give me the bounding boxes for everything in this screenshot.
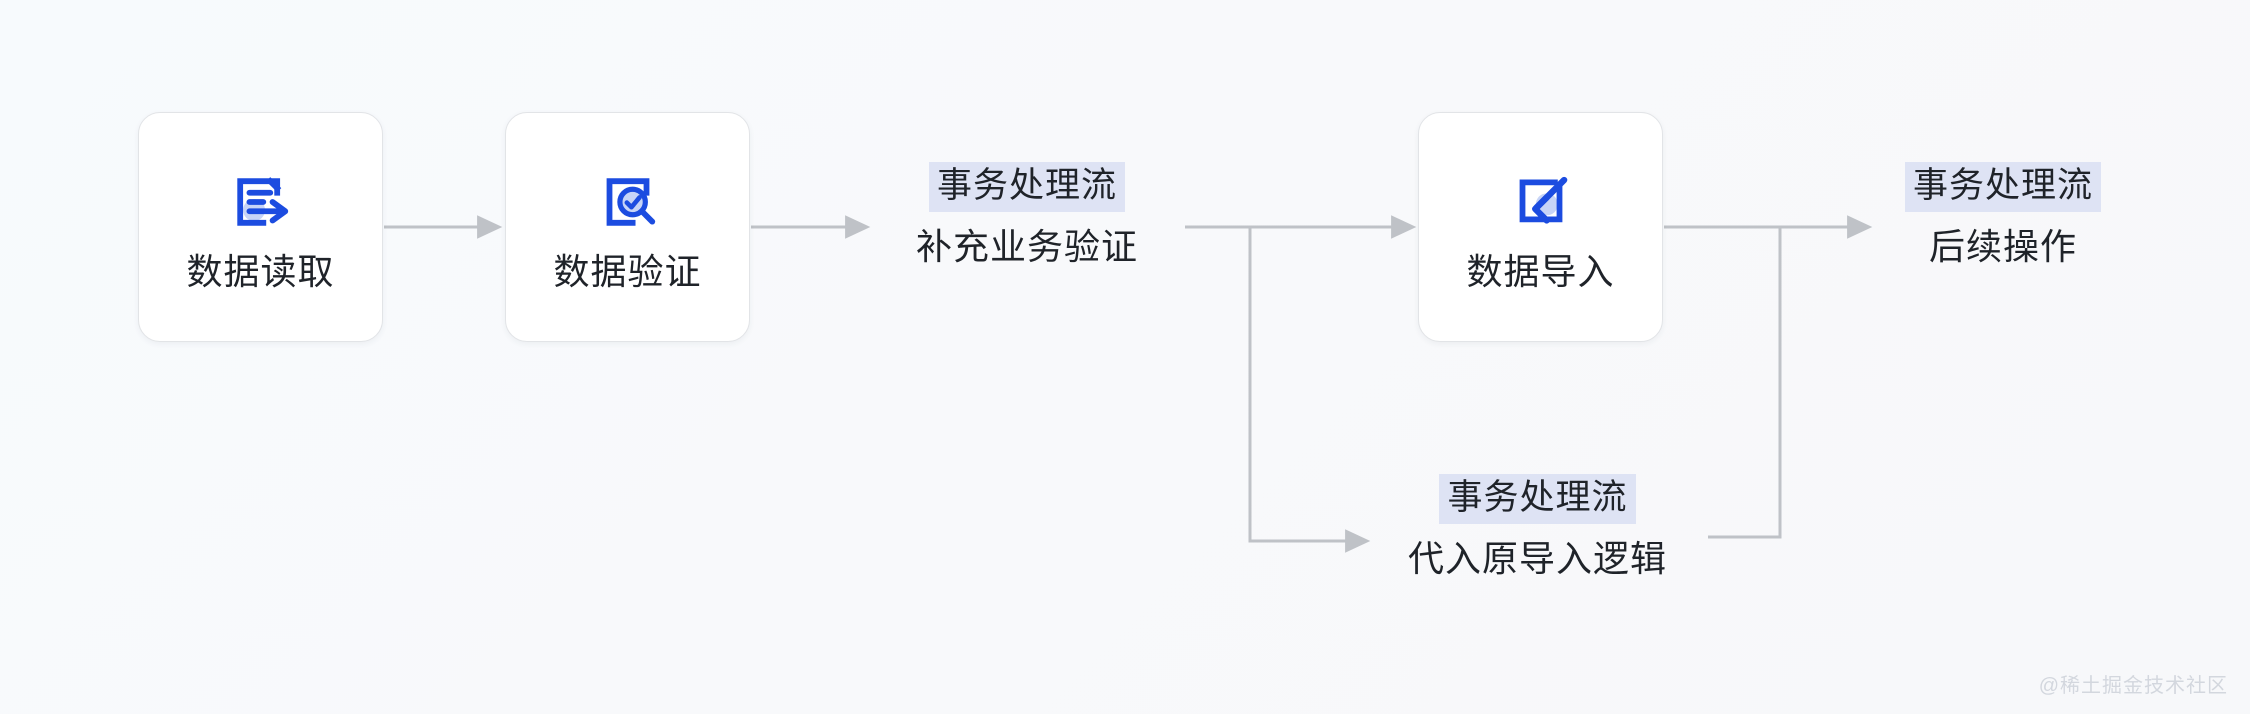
note-tag-label: 事务处理流 bbox=[1904, 162, 2101, 212]
card-label: 数据验证 bbox=[553, 251, 702, 293]
connector-import-branch-return bbox=[1708, 228, 1782, 539]
note-supplemental-validation: 事务处理流 补充业务验证 bbox=[893, 162, 1161, 268]
note-original-import-logic: 事务处理流 代入原导入逻辑 bbox=[1385, 474, 1690, 580]
document-export-icon bbox=[219, 160, 303, 244]
card-data-validate[interactable]: 数据验证 bbox=[505, 112, 750, 342]
note-sub-label: 补充业务验证 bbox=[915, 225, 1138, 267]
note-tag-label: 事务处理流 bbox=[928, 162, 1125, 212]
card-data-read[interactable]: 数据读取 bbox=[138, 112, 383, 342]
document-search-check-icon bbox=[586, 160, 670, 244]
note-sub-label: 后续操作 bbox=[1928, 225, 2077, 267]
connector-supplemental-branch-down bbox=[1248, 227, 1371, 553]
watermark: @稀土掘金技术社区 bbox=[2038, 675, 2228, 697]
card-label: 数据导入 bbox=[1466, 251, 1615, 293]
card-label: 数据读取 bbox=[186, 251, 335, 293]
note-tag-label: 事务处理流 bbox=[1439, 474, 1636, 524]
note-followup-operation: 事务处理流 后续操作 bbox=[1888, 162, 2118, 268]
card-data-import[interactable]: 数据导入 bbox=[1418, 112, 1663, 342]
note-sub-label: 代入原导入逻辑 bbox=[1407, 537, 1667, 579]
import-arrow-icon bbox=[1499, 160, 1583, 244]
